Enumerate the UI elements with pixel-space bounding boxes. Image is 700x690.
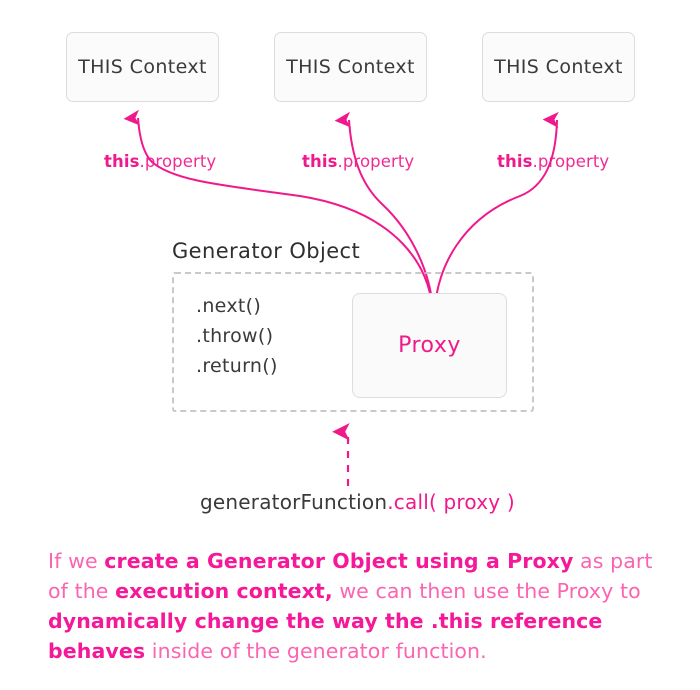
- this-context-box-1[interactable]: THIS Context: [66, 32, 219, 102]
- method-next[interactable]: .next(): [196, 295, 262, 317]
- this-property-label-2: this.property: [302, 152, 414, 171]
- this-keyword: this: [104, 152, 140, 171]
- this-property-label-1: this.property: [104, 152, 216, 171]
- property-accessor: .property: [139, 152, 217, 171]
- call-expression: generatorFunction.call( proxy ): [200, 490, 515, 514]
- caption-segment-2: as part of the: [48, 549, 653, 603]
- proxy-box[interactable]: Proxy: [352, 293, 507, 398]
- caption-paragraph: If we create a Generator Object using a …: [48, 546, 663, 666]
- caption-segment-3: execution context,: [115, 579, 333, 603]
- generator-method-list: .next() .throw() .return(): [196, 297, 278, 376]
- this-context-box-2[interactable]: THIS Context: [274, 32, 427, 102]
- property-accessor: .property: [532, 152, 610, 171]
- this-keyword: this: [302, 152, 338, 171]
- caption-segment-6: inside of the generator function.: [145, 639, 487, 663]
- this-context-label: THIS Context: [494, 56, 623, 78]
- method-throw[interactable]: .throw(): [196, 325, 274, 347]
- caption-segment-4: we can then use the Proxy to: [332, 579, 641, 603]
- this-context-label: THIS Context: [286, 56, 415, 78]
- property-accessor: .property: [337, 152, 415, 171]
- generator-object-title: Generator Object: [172, 239, 361, 263]
- this-context-label: THIS Context: [78, 56, 207, 78]
- caption-segment-0: If we: [48, 549, 105, 573]
- caption-segment-1: create a Generator Object using a Proxy: [104, 549, 574, 573]
- this-property-label-3: this.property: [497, 152, 609, 171]
- this-context-box-3[interactable]: THIS Context: [482, 32, 635, 102]
- caption-segment-5: dynamically change the way the .this ref…: [48, 609, 603, 663]
- generator-object-container: [172, 272, 534, 412]
- generator-function-name: generatorFunction: [200, 490, 388, 514]
- proxy-label: Proxy: [398, 333, 461, 358]
- this-keyword: this: [497, 152, 533, 171]
- method-return[interactable]: .return(): [196, 355, 278, 377]
- call-proxy-argument: .call( proxy ): [387, 490, 515, 514]
